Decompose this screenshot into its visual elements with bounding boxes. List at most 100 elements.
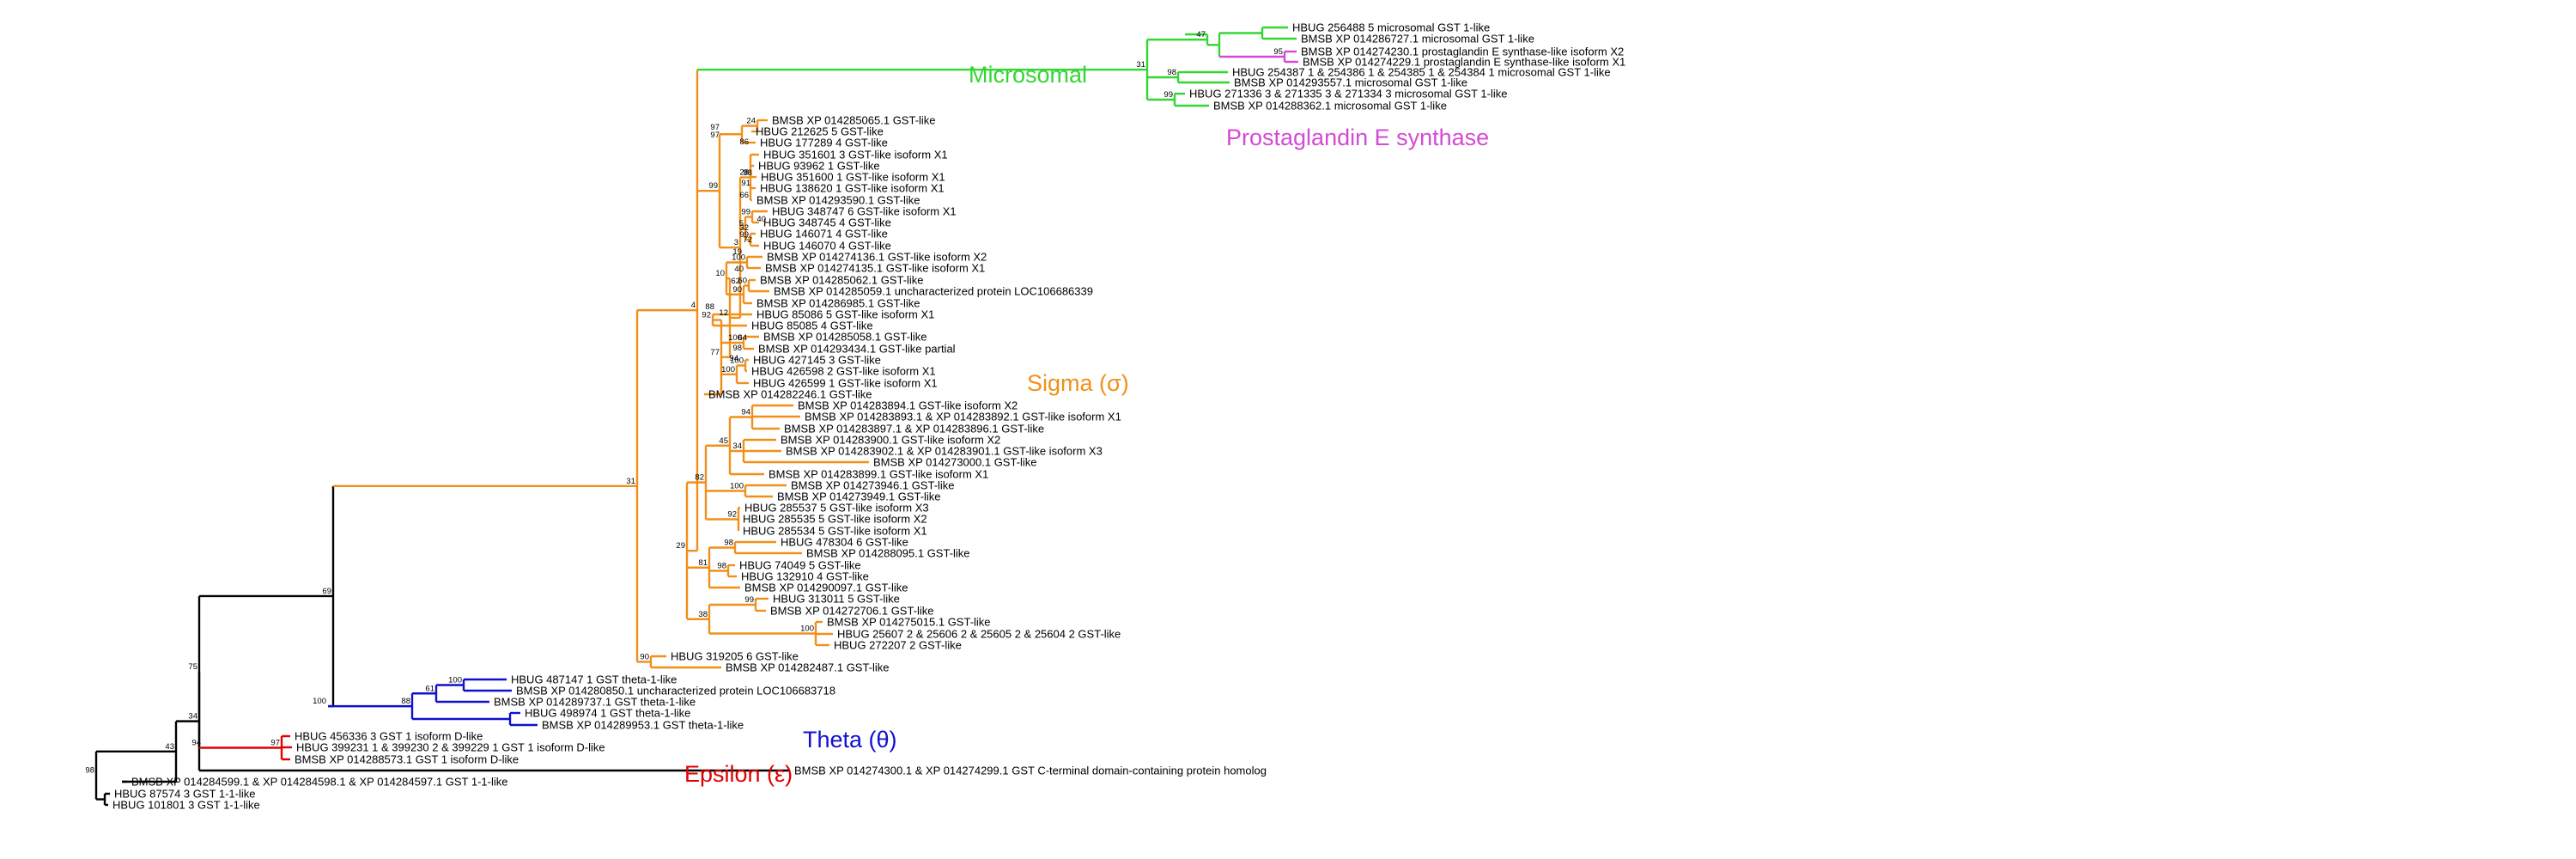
leaf-label: HBUG 132910 4 GST-like [741,570,869,583]
leaf-label: HBUG 285534 5 GST-like isoform X1 [743,525,927,538]
clade-labels: Microsomal Prostaglandin E synthase Sigm… [684,62,1489,787]
leaf-label: HBUG 74049 5 GST-like [739,559,861,572]
bootstrap-value: 3 [734,238,738,247]
leaf-label: HBUG 146070 4 GST-like [763,240,891,253]
bootstrap-value: 100 [721,365,735,375]
bootstrap-value: 94 [191,739,201,748]
clade-label-microsomal: Microsomal [969,62,1087,88]
bootstrap-value: 81 [698,558,708,568]
bootstrap-value: 100 [313,697,326,706]
bootstrap-value: 94 [729,354,738,363]
leaf-label: BMSB XP 014283899.1 GST-like isoform X1 [769,468,988,481]
leaf-label: BMSB XP 014274300.1 & XP 014274299.1 GST… [794,765,1267,777]
leaf-label: BMSB XP 014289953.1 GST theta-1-like [542,719,744,732]
leaf-label: BMSB XP 014274230.1 prostaglandin E synt… [1301,46,1624,58]
bootstrap-value: 98 [85,766,94,776]
leaf-label: BMSB XP 014288362.1 microsomal GST 1-lik… [1213,100,1447,113]
bootstrap-value: 90 [732,285,742,295]
leaf-label: HBUG 87574 3 GST 1-1-like [114,788,256,801]
bootstrap-value: 19 [732,247,742,257]
leaf-label: HBUG 487147 1 GST theta-1-like [511,673,677,686]
bootstrap-value: 31 [626,477,635,486]
leaf-label: HBUG 285535 5 GST-like isoform X2 [743,513,927,526]
leaf-label: HBUG 319205 6 GST-like [671,650,799,663]
bootstrap-value: 90 [640,653,649,662]
bootstrap-value: 32 [739,223,749,233]
leaf-label: BMSB XP 014286727.1 microsomal GST 1-lik… [1301,33,1534,46]
leaf-label: BMSB XP 014283893.1 & XP 014283892.1 GST… [805,411,1121,423]
leaf-label: HBUG 426598 2 GST-like isoform X1 [751,365,936,378]
leaf-label: HBUG 85085 4 GST-like [751,320,873,332]
leaf-label: BMSB XP 014285058.1 GST-like [763,331,927,344]
clade-label-theta: Theta (θ) [803,727,897,752]
leaf-label: BMSB XP 014293590.1 GST-like [756,194,920,207]
leaf-label: BMSB XP 014280850.1 uncharacterized prot… [516,685,835,698]
leaf-label: BMSB XP 014283894.1 GST-like isoform X2 [798,399,1018,412]
leaf-label: BMSB XP 014293434.1 GST-like partial [758,343,956,356]
leaf-label: HBUG 456336 3 GST 1 isoform D-like [295,730,483,743]
bootstrap-value: 94 [741,408,750,417]
bootstrap-value: 75 [188,662,197,672]
bootstrap-value: 88 [705,302,714,312]
bootstrap-value: 97 [710,131,720,140]
bootstrap-value: 61 [425,684,434,693]
bootstrap-value: 98 [724,539,733,548]
bootstrap-value: 34 [732,442,742,451]
bootstrap-value: 98 [1167,68,1176,77]
bootstrap-value: 99 [744,595,754,605]
leaf-label: HBUG 256488 5 microsomal GST 1-like [1292,21,1490,34]
bootstrap-value: 82 [695,473,704,483]
leaf-label: BMSB XP 014273949.1 GST-like [777,490,941,503]
leaf-label: BMSB XP 014283902.1 & XP 014283901.1 GST… [786,445,1103,458]
bootstrap-value: 88 [401,697,410,706]
leaf-label: HBUG 285537 5 GST-like isoform X3 [744,502,929,515]
bootstrap-value: 92 [702,311,711,320]
leaf-label: HBUG 85086 5 GST-like isoform X1 [756,308,934,321]
bootstrap-value: 40 [756,215,766,224]
leaf-label: HBUG 351600 1 GST-like isoform X1 [761,171,945,184]
leaf-label: HBUG 348747 6 GST-like isoform X1 [772,205,957,218]
bootstrap-value: 86 [739,137,749,147]
bootstrap-value: 98 [732,344,742,353]
bootstrap-value: 97 [710,123,720,132]
bootstrap-value: 99 [1163,90,1173,100]
bootstrap-value: 34 [188,712,197,722]
bootstrap-value: 38 [698,610,708,619]
leaf-label: BMSB XP 014285065.1 GST-like [772,114,936,127]
bootstrap-value: 100 [730,356,744,366]
clade-label-sigma: Sigma (σ) [1027,370,1129,396]
bootstrap-value: 97 [270,739,280,748]
bootstrap-value: 4 [691,301,696,310]
clade-label-prostaglandin: Prostaglandin E synthase [1226,125,1489,150]
leaf-label: BMSB XP 014289737.1 GST theta-1-like [494,696,696,709]
leaf-label: BMSB XP 014274136.1 GST-like isoform X2 [767,251,987,264]
bootstrap-value: 10 [715,269,725,278]
leaf-label: HBUG 93962 1 GST-like [758,160,880,173]
leaf-label: HBUG 427145 3 GST-like [753,354,881,367]
bootstrap-value: 99 [739,230,749,240]
leaf-label: HBUG 25607 2 & 25606 2 & 25605 2 & 25604… [837,628,1121,641]
leaf-label: BMSB XP 014273000.1 GST-like [873,456,1037,469]
leaf-label: HBUG 212625 5 GST-like [756,125,884,138]
bootstrap-value: 64 [738,333,747,343]
leaf-label: BMSB XP 014274135.1 GST-like isoform X1 [765,262,985,275]
leaf-label: HBUG 426599 1 GST-like isoform X1 [753,377,938,390]
bootstrap-value: 47 [1196,30,1206,40]
leaf-label: HBUG 254387 1 & 254386 1 & 254385 1 & 25… [1232,66,1611,79]
leaf-label: BMSB XP 014293557.1 microsomal GST 1-lik… [1234,76,1467,89]
leaf-label: BMSB XP 014290097.1 GST-like [744,582,908,594]
leaf-label: BMSB XP 014288095.1 GST-like [806,547,970,560]
leaf-label: HBUG 498974 1 GST theta-1-like [525,707,690,720]
bootstrap-value: 95 [1273,47,1283,57]
leaf-label: BMSB XP 014286985.1 GST-like [756,297,920,310]
bootstrap-value: 45 [719,436,728,446]
bootstrap-values: 9547989931242899995100609010921001001007… [85,30,1283,776]
leaf-label: HBUG 101801 3 GST 1-1-like [112,799,260,812]
leaf-label: BMSB XP 014275015.1 GST-like [827,616,991,629]
bootstrap-value: 72 [743,235,752,245]
bootstrap-value: 62 [731,277,740,286]
leaf-label: HBUG 348745 4 GST-like [763,216,891,229]
bootstrap-value: 43 [165,742,174,752]
